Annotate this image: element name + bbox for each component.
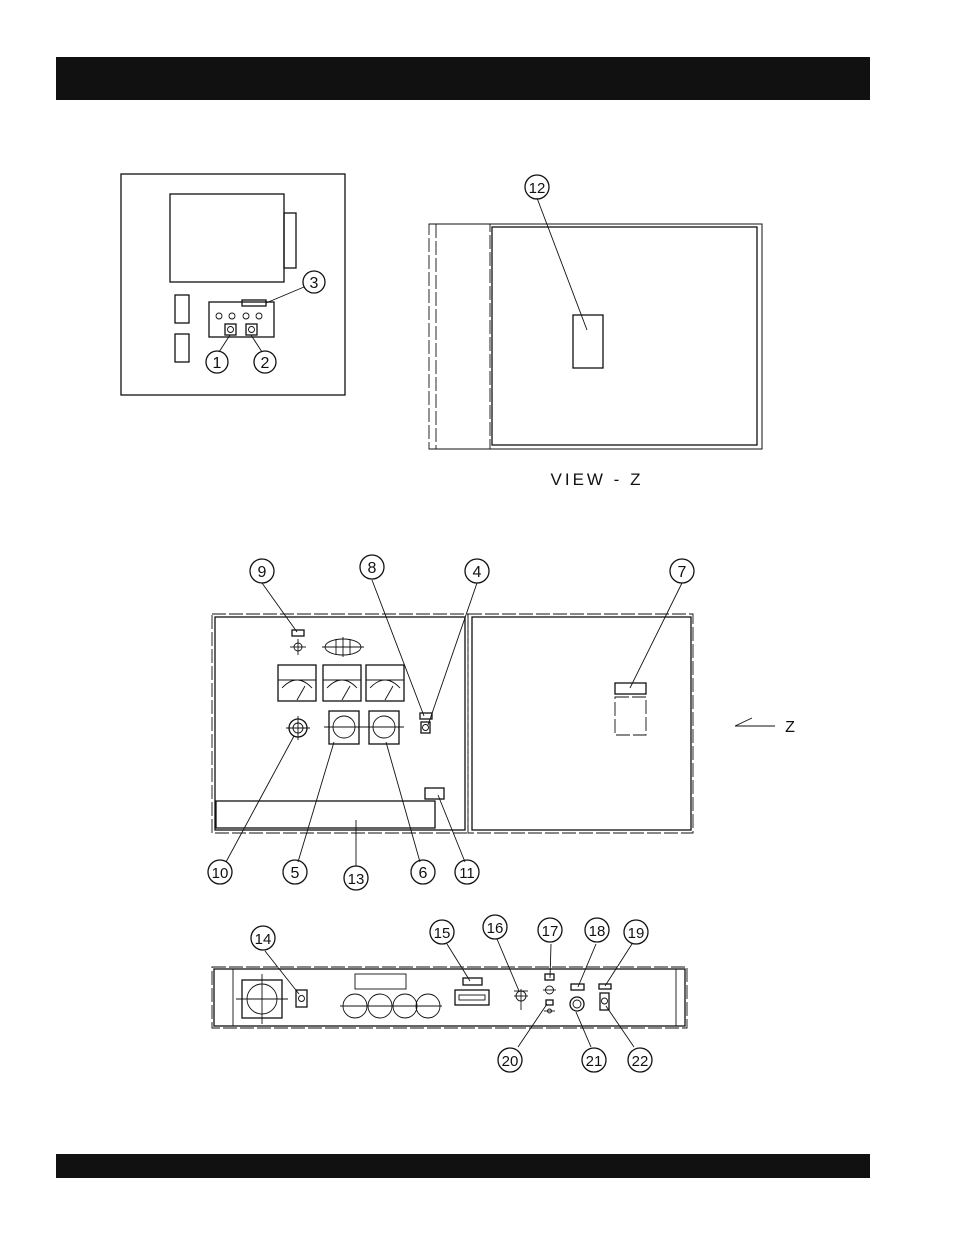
svg-text:6: 6 [419,865,428,882]
view-z-component [573,315,603,368]
svg-text:15: 15 [434,925,451,942]
view-z-drawing: VIEW - Z [429,198,762,489]
item-15 [463,978,482,985]
svg-text:2: 2 [261,355,270,372]
callout-2: 2 [254,351,276,373]
callout-14: 14 [251,926,275,950]
terminal-1 [225,324,236,335]
svg-text:22: 22 [632,1053,649,1070]
callout-12: 12 [525,175,549,199]
callout-10: 10 [208,860,232,884]
front-panel: Z [212,580,795,866]
callout-18: 18 [585,918,609,942]
svg-text:1: 1 [213,355,222,372]
meter-2 [323,665,361,701]
svg-text:12: 12 [529,180,546,197]
callout-5: 5 [283,860,307,884]
svg-text:3: 3 [310,275,319,292]
z-arrow-label: Z [785,719,795,736]
view-z-label: VIEW - Z [551,470,644,489]
callout-9: 9 [250,559,274,583]
callout-6: 6 [411,860,435,884]
meter-3 [366,665,404,701]
svg-text:10: 10 [212,865,229,882]
callout-13: 13 [344,866,368,890]
transformer-block [170,194,284,282]
terminal-2 [246,324,257,335]
callout-22: 22 [628,1048,652,1072]
bottom-panel [212,939,687,1047]
svg-text:8: 8 [368,560,377,577]
svg-text:16: 16 [487,920,504,937]
callout-4: 4 [465,559,489,583]
svg-text:20: 20 [502,1053,519,1070]
transformer-bracket [284,213,296,268]
callout-16: 16 [483,915,507,939]
svg-text:11: 11 [459,865,475,882]
item-17 [545,974,554,980]
callout-15: 15 [430,920,454,944]
meter-1 [278,665,316,701]
terminal-label [242,300,266,306]
svg-text:18: 18 [589,923,606,940]
svg-text:9: 9 [258,564,267,581]
callout-20: 20 [498,1048,522,1072]
callout-19: 19 [624,920,648,944]
svg-text:17: 17 [542,923,559,940]
svg-text:4: 4 [473,564,482,581]
item-18 [571,984,584,990]
fuse-lower [175,334,189,362]
callout-7: 7 [670,559,694,583]
terminal-strip [209,302,274,337]
svg-text:13: 13 [348,871,365,888]
svg-text:19: 19 [628,925,645,942]
svg-text:21: 21 [586,1053,603,1070]
callout-1: 1 [206,351,228,373]
callout-3: 3 [303,271,325,293]
svg-text:14: 14 [255,931,272,948]
callout-11: 11 [455,860,479,884]
item-21 [570,997,584,1011]
callout-8: 8 [360,555,384,579]
svg-text:7: 7 [678,564,687,581]
fuse-upper [175,295,189,323]
item-19 [599,984,611,989]
callout-21: 21 [582,1048,606,1072]
callout-17: 17 [538,918,562,942]
callouts: 1 2 3 12 9 8 4 7 10 5 13 6 11 14 15 16 1… [206,175,694,1072]
svg-text:5: 5 [291,865,300,882]
